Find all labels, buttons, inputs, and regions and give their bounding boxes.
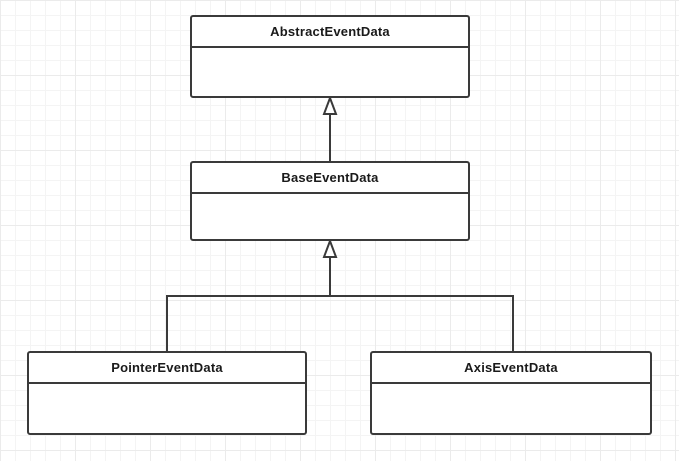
- class-box-axis-event-data[interactable]: AxisEventData: [370, 351, 652, 435]
- class-name-pointer-event-data: PointerEventData: [29, 353, 305, 384]
- hollow-triangle-arrowhead-icon: [322, 95, 338, 115]
- class-name-abstract-event-data: AbstractEventData: [192, 17, 468, 48]
- edge-branch-pointer: [166, 295, 330, 351]
- class-box-pointer-event-data[interactable]: PointerEventData: [27, 351, 307, 435]
- class-box-base-event-data[interactable]: BaseEventData: [190, 161, 470, 241]
- edge-base-to-abstract: [322, 95, 338, 161]
- class-attributes-base-event-data: [192, 194, 468, 239]
- class-attributes-abstract-event-data: [192, 48, 468, 96]
- class-box-abstract-event-data[interactable]: AbstractEventData: [190, 15, 470, 98]
- class-attributes-pointer-event-data: [29, 384, 305, 433]
- edge-branch-axis: [330, 295, 514, 351]
- hollow-triangle-arrowhead-icon: [322, 238, 338, 258]
- edge-subclasses-to-base: [166, 238, 514, 351]
- class-name-base-event-data: BaseEventData: [192, 163, 468, 194]
- class-attributes-axis-event-data: [372, 384, 650, 433]
- class-name-axis-event-data: AxisEventData: [372, 353, 650, 384]
